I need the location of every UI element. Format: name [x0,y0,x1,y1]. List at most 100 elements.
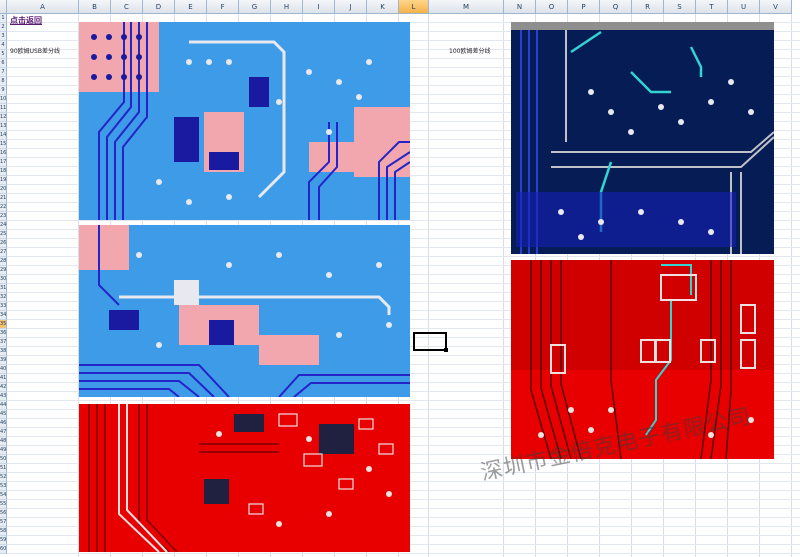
row-header-27[interactable]: 27 [0,248,7,257]
label-90-ohm-usb: 90欧姆USB差分线 [10,48,60,55]
row-header-14[interactable]: 14 [0,131,7,140]
row-header-36[interactable]: 36 [0,329,7,338]
row-header-42[interactable]: 42 [0,383,7,392]
row-header-24[interactable]: 24 [0,221,7,230]
row-gridline [7,400,800,401]
column-header-p[interactable]: P [568,0,600,14]
column-header-b[interactable]: B [79,0,111,14]
row-header-31[interactable]: 31 [0,284,7,293]
row-header-2[interactable]: 2 [0,23,7,32]
row-header-44[interactable]: 44 [0,401,7,410]
row-header-23[interactable]: 23 [0,212,7,221]
row-header-18[interactable]: 18 [0,167,7,176]
row-header-22[interactable]: 22 [0,203,7,212]
row-header-50[interactable]: 50 [0,455,7,464]
row-header-56[interactable]: 56 [0,509,7,518]
row-header-11[interactable]: 11 [0,104,7,113]
row-header-43[interactable]: 43 [0,392,7,401]
column-header-u[interactable]: U [728,0,760,14]
row-header-38[interactable]: 38 [0,347,7,356]
row-header-33[interactable]: 33 [0,302,7,311]
row-header-57[interactable]: 57 [0,518,7,527]
row-header-37[interactable]: 37 [0,338,7,347]
row-header-35[interactable]: 35 [0,320,7,329]
row-header-34[interactable]: 34 [0,311,7,320]
column-header-j[interactable]: J [335,0,367,14]
pcb-red-right-image[interactable] [511,260,774,459]
row-header-5[interactable]: 5 [0,50,7,59]
selected-cell[interactable] [413,332,448,352]
row-header-21[interactable]: 21 [0,194,7,203]
row-header-41[interactable]: 41 [0,374,7,383]
row-header-15[interactable]: 15 [0,140,7,149]
row-header-7[interactable]: 7 [0,68,7,77]
row-header-30[interactable]: 30 [0,275,7,284]
column-header-r[interactable]: R [632,0,664,14]
pcb-blue-usb-middle-image[interactable] [79,225,410,397]
row-header-49[interactable]: 49 [0,446,7,455]
row-header-20[interactable]: 20 [0,185,7,194]
row-header-17[interactable]: 17 [0,158,7,167]
column-header-t[interactable]: T [696,0,728,14]
column-header-l[interactable]: L [399,0,429,14]
row-header-28[interactable]: 28 [0,257,7,266]
row-header-29[interactable]: 29 [0,266,7,275]
column-header-f[interactable]: F [207,0,239,14]
row-header-45[interactable]: 45 [0,410,7,419]
row-header-4[interactable]: 4 [0,41,7,50]
fill-handle[interactable] [444,348,448,352]
pcb-red-bottom-left-image[interactable] [79,404,410,552]
column-header-h[interactable]: H [271,0,303,14]
row-header-54[interactable]: 54 [0,491,7,500]
row-header-40[interactable]: 40 [0,365,7,374]
row-header-46[interactable]: 46 [0,419,7,428]
row-header-13[interactable]: 13 [0,122,7,131]
column-gridline [428,14,429,557]
row-header-12[interactable]: 12 [0,113,7,122]
row-header-53[interactable]: 53 [0,482,7,491]
row-header-51[interactable]: 51 [0,464,7,473]
row-header-47[interactable]: 47 [0,428,7,437]
column-gridline [503,14,504,557]
column-gridline [791,14,792,557]
column-header-i[interactable]: I [303,0,335,14]
back-link[interactable]: 点击返回 [10,16,42,25]
row-header-19[interactable]: 19 [0,176,7,185]
row-header-10[interactable]: 10 [0,95,7,104]
row-header-39[interactable]: 39 [0,356,7,365]
column-header-v[interactable]: V [760,0,792,14]
column-header-q[interactable]: Q [600,0,632,14]
column-header-d[interactable]: D [143,0,175,14]
row-gridline [7,553,800,554]
row-header-9[interactable]: 9 [0,86,7,95]
row-header-25[interactable]: 25 [0,230,7,239]
row-header-16[interactable]: 16 [0,149,7,158]
select-all-corner[interactable] [0,0,7,14]
row-header-1[interactable]: 1 [0,14,7,23]
column-header-g[interactable]: G [239,0,271,14]
row-header-59[interactable]: 59 [0,536,7,545]
row-header-32[interactable]: 32 [0,293,7,302]
row-header-52[interactable]: 52 [0,473,7,482]
column-header-s[interactable]: S [664,0,696,14]
row-header-6[interactable]: 6 [0,59,7,68]
column-header-m[interactable]: M [429,0,504,14]
column-header-k[interactable]: K [367,0,399,14]
row-header-48[interactable]: 48 [0,437,7,446]
column-gridline [78,14,79,557]
column-header-n[interactable]: N [504,0,536,14]
column-header-a[interactable]: A [7,0,79,14]
column-header-e[interactable]: E [175,0,207,14]
column-header-o[interactable]: O [536,0,568,14]
row-header-55[interactable]: 55 [0,500,7,509]
label-100-ohm: 100欧姆差分线 [449,48,491,55]
pcb-blue-usb-top-image[interactable] [79,22,410,220]
pcb-dark-blue-right-image[interactable] [511,22,774,254]
row-header-3[interactable]: 3 [0,32,7,41]
row-header-26[interactable]: 26 [0,239,7,248]
row-header-58[interactable]: 58 [0,527,7,536]
column-header-c[interactable]: C [111,0,143,14]
row-gridline [7,220,800,221]
row-header-8[interactable]: 8 [0,77,7,86]
row-header-60[interactable]: 60 [0,545,7,554]
